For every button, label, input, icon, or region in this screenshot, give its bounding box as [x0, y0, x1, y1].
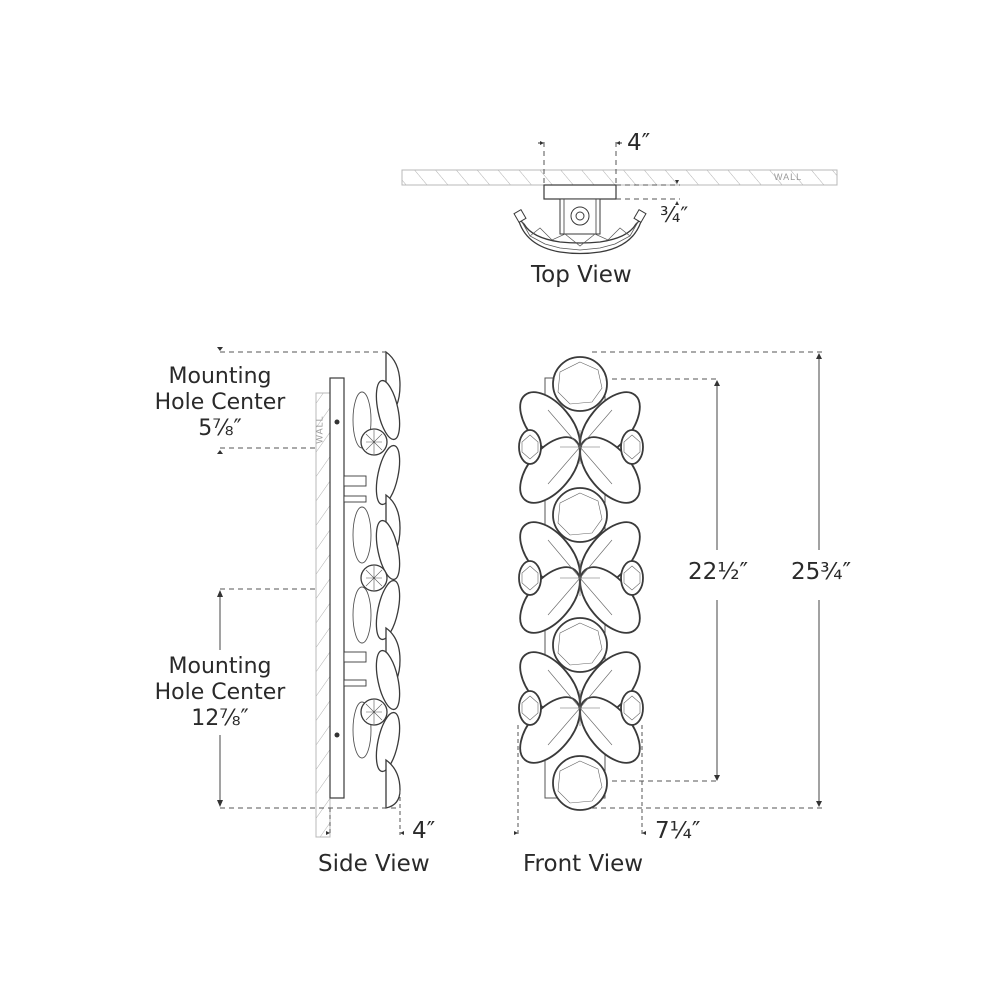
top-width-dimension: 4″ — [627, 130, 651, 156]
mount-upper-label: Mounting Hole Center 5⅞″ — [150, 364, 290, 442]
mount-lower-line2: Hole Center — [154, 680, 286, 705]
mount-upper-line2: Hole Center — [154, 390, 286, 415]
side-wall — [315, 392, 331, 838]
mount-lower-line1: Mounting — [168, 654, 272, 679]
top-view-title: Top View — [531, 262, 632, 288]
front-height-overall-dimension: 25¾″ — [791, 559, 852, 585]
side-backplate — [329, 377, 345, 799]
top-backplate — [543, 184, 617, 200]
side-view-drawing — [217, 347, 404, 838]
front-height-inner-dimension: 22½″ — [688, 559, 749, 585]
top-wall-label: WALL — [774, 172, 803, 182]
mount-upper-line1: Mounting — [168, 364, 272, 389]
top-wall — [401, 169, 838, 186]
side-view-title: Side View — [318, 851, 430, 877]
mount-lower-value: 12⅞″ — [191, 706, 249, 731]
mount-lower-label: Mounting Hole Center 12⅞″ — [150, 654, 290, 732]
front-view-title: Front View — [523, 851, 644, 877]
front-width-dimension: 7¼″ — [655, 818, 701, 844]
top-depth-dimension: ¾″ — [660, 203, 689, 227]
mount-upper-value: 5⅞″ — [198, 416, 242, 441]
side-depth-dimension: 4″ — [412, 818, 436, 844]
side-wall-label: WALL — [314, 415, 325, 444]
top-view-drawing — [401, 141, 838, 255]
front-view-drawing — [514, 351, 822, 836]
